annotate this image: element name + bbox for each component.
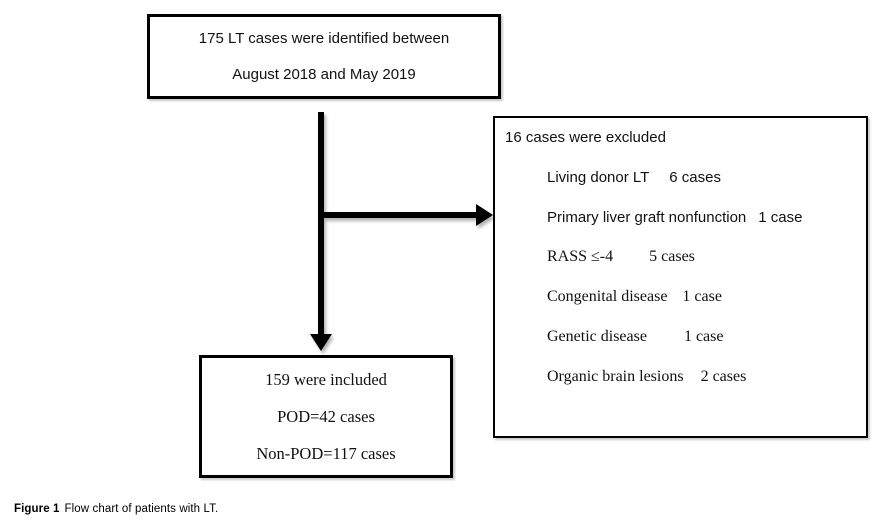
down-arrowhead-icon [310,334,332,351]
identified-cases-line1: 175 LT cases were identified between [198,30,450,48]
excluded-item-label: Living donor LT [547,168,650,186]
excluded-item-brain-lesions: Organic brain lesions 2 cases [547,357,858,397]
right-arrow-line [321,212,478,218]
included-cases-line2: POD=42 cases [277,406,375,426]
figure-caption-label: Figure 1 [14,503,60,515]
excluded-item-graft-nonfunction: Primary liver graft nonfunction 1 case [547,197,858,237]
excluded-item-living-donor: Living donor LT 6 cases [547,157,858,197]
excluded-item-count: 1 case [683,328,724,345]
excluded-item-label: RASS ≤-4 [547,248,614,265]
included-cases-line3: Non-POD=117 cases [256,443,396,463]
down-arrow-line [318,112,324,336]
figure-caption-text: Flow chart of patients with LT. [64,503,219,515]
excluded-items-list: Living donor LT 6 cases Primary liver gr… [547,157,858,397]
included-cases-box: 159 were included POD=42 cases Non-POD=1… [199,355,453,478]
excluded-item-count: 1 case [758,208,803,226]
excluded-item-label: Genetic disease [547,328,647,345]
excluded-cases-box: 16 cases were excluded Living donor LT 6… [493,116,868,438]
excluded-item-congenital: Congenital disease 1 case [547,277,858,317]
excluded-item-label: Organic brain lesions [547,368,684,385]
excluded-item-rass: RASS ≤-4 5 cases [547,237,858,277]
identified-cases-line2: August 2018 and May 2019 [232,65,416,83]
included-cases-line1: 159 were included [265,369,387,389]
identified-cases-box: 175 LT cases were identified between Aug… [147,14,501,99]
excluded-item-count: 1 case [682,288,722,305]
figure-caption: Figure 1 Flow chart of patients with LT. [14,503,218,515]
excluded-item-count: 5 cases [649,248,695,265]
excluded-item-label: Congenital disease [547,288,668,305]
excluded-item-label: Primary liver graft nonfunction [547,208,747,226]
right-arrowhead-icon [476,204,493,226]
excluded-title: 16 cases were excluded [505,129,666,146]
excluded-item-count: 2 cases [700,368,747,385]
excluded-item-count: 6 cases [669,168,721,186]
excluded-item-genetic: Genetic disease 1 case [547,317,858,357]
